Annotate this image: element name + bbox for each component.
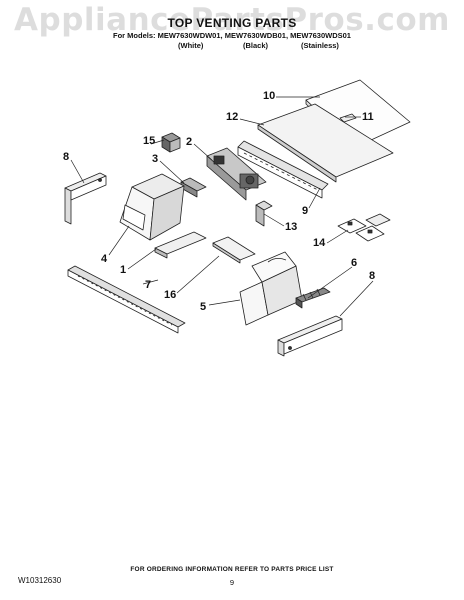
part-7-rail [67,265,186,334]
ordering-note: FOR ORDERING INFORMATION REFER TO PARTS … [130,566,334,573]
variant-black: (Black) [243,41,269,50]
part-9-channel [237,140,329,199]
callout-3: 3 [152,153,158,165]
part-6-terminal-block [295,287,331,309]
callout-9: 9 [302,205,308,217]
callout-8-right: 8 [369,270,375,282]
part-1-strip [154,231,207,259]
page-number: 9 [229,578,235,587]
part-12-duct-plate [257,103,394,183]
part-2-blower-assembly [206,147,267,201]
callout-4: 4 [101,253,108,265]
part-5-air-duct [239,251,303,326]
page-title: TOP VENTING PARTS [167,16,297,30]
callout-14: 14 [313,237,326,249]
part-15-switch [161,132,181,153]
callout-13: 13 [285,221,297,233]
variant-white: (White) [178,41,204,50]
part-8-right-bracket [277,315,343,357]
part-13-bracket [255,200,273,227]
callout-8-left: 8 [63,151,69,163]
part-16-plate [212,236,256,264]
models-line: For Models: MEW7630WDW01, MEW7630WDB01, … [113,31,351,40]
callout-1: 1 [120,264,126,276]
part-3-block [180,177,207,198]
part-8-left-bracket [64,172,107,225]
leader-lines [70,96,374,317]
callout-6: 6 [351,257,357,269]
part-14-bracket-set [337,213,391,242]
variant-stainless: (Stainless) [301,41,339,50]
callout-16: 16 [164,289,176,301]
callout-11: 11 [362,111,374,123]
callout-10: 10 [263,90,275,102]
callout-2: 2 [186,136,192,148]
document-number: W10312630 [18,576,62,585]
callout-12: 12 [226,111,238,123]
callout-15: 15 [143,135,155,147]
callout-7: 7 [145,279,151,291]
callout-5: 5 [200,301,206,313]
part-4-duct-housing [119,173,185,241]
